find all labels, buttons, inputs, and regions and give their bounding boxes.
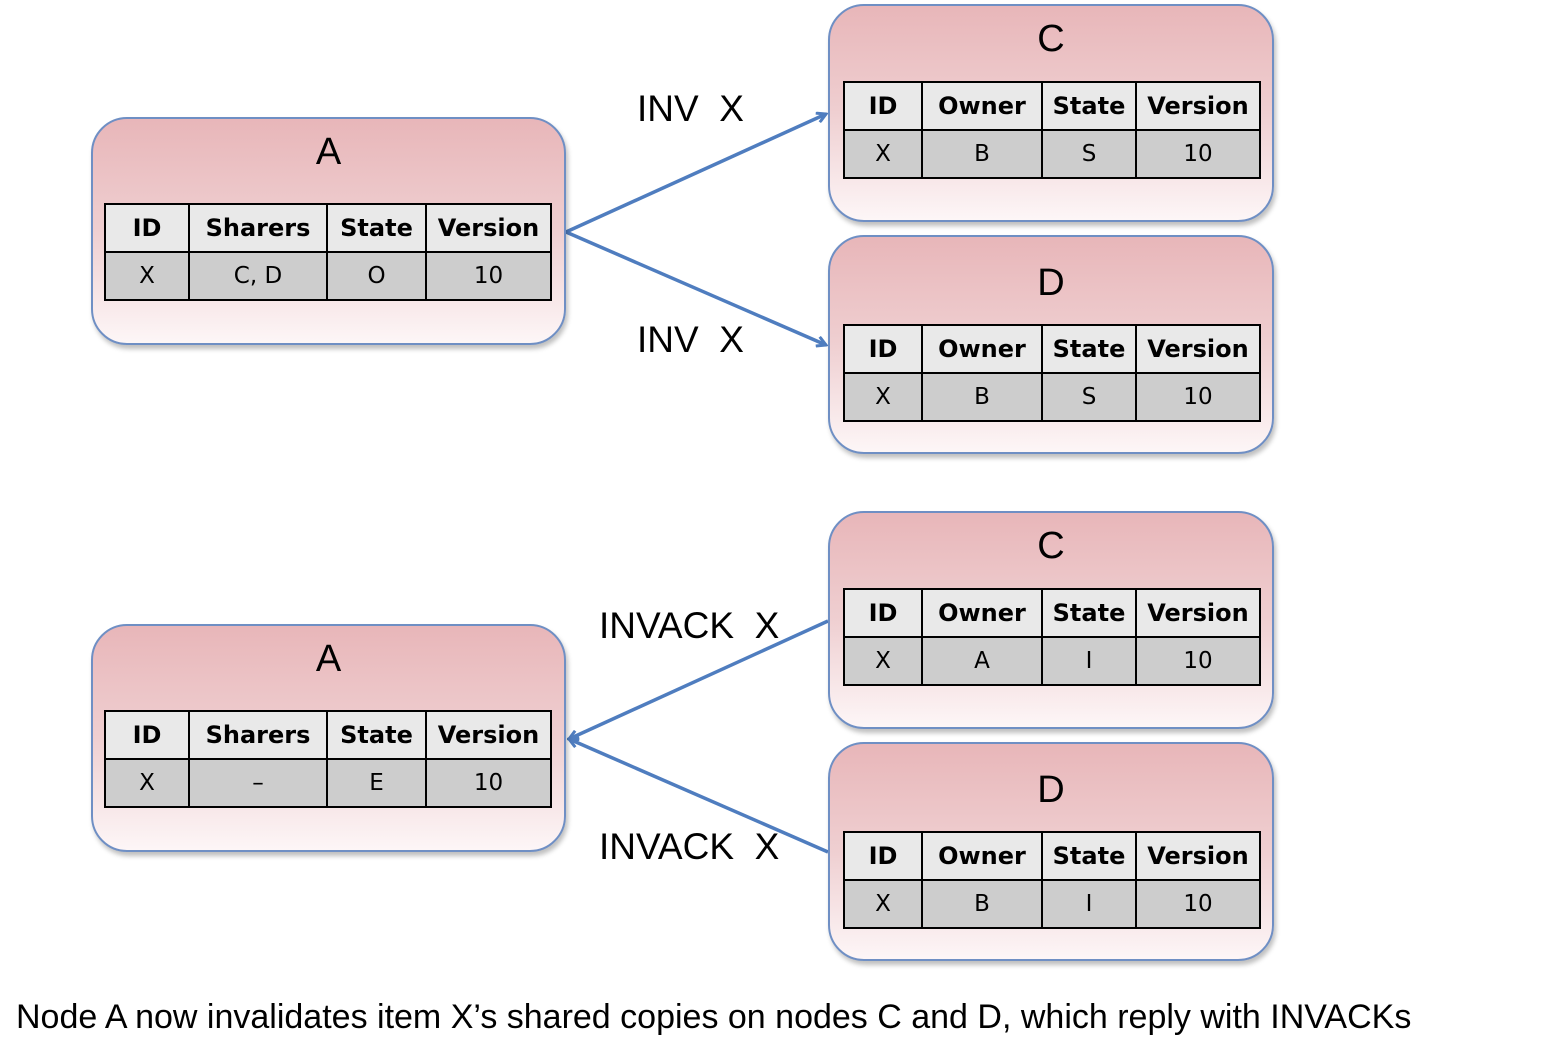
table-row: X B S 10	[843, 129, 1261, 179]
node-d-top: D ID Owner State Version X B S 10	[828, 235, 1274, 454]
label-inv-to-d: INV X	[637, 319, 744, 360]
directory-table: ID Sharers State Version X C, D O 10	[104, 203, 552, 301]
cell-id: X	[104, 758, 190, 808]
table-header-row: ID Sharers State Version	[104, 710, 552, 760]
label-invack-from-d: INVACK X	[599, 826, 780, 867]
label-invack-from-c: INVACK X	[599, 605, 780, 646]
node-a-top: A ID Sharers State Version X C, D O 10	[91, 117, 566, 345]
table-row: X – E 10	[104, 758, 552, 808]
header-state: State	[1041, 81, 1137, 131]
node-title: D	[1037, 769, 1065, 811]
header-id: ID	[104, 203, 190, 253]
cell-owner: A	[921, 636, 1043, 686]
directory-table: ID Sharers State Version X – E 10	[104, 710, 552, 808]
header-state: State	[326, 203, 427, 253]
header-version: Version	[1135, 324, 1261, 374]
header-owner: Owner	[921, 588, 1043, 638]
header-state: State	[1041, 588, 1137, 638]
table-header-row: ID Owner State Version	[843, 324, 1261, 374]
node-a-bottom: A ID Sharers State Version X – E 10	[91, 624, 566, 852]
header-state: State	[326, 710, 427, 760]
cell-id: X	[843, 636, 923, 686]
label-inv-to-c: INV X	[637, 88, 744, 129]
header-id: ID	[104, 710, 190, 760]
header-state: State	[1041, 324, 1137, 374]
header-sharers: Sharers	[188, 710, 328, 760]
cell-version: 10	[425, 251, 552, 301]
header-version: Version	[425, 203, 552, 253]
cell-state: E	[326, 758, 427, 808]
header-owner: Owner	[921, 324, 1043, 374]
arrow-inv-a-to-c	[565, 114, 826, 234]
node-d-bottom: D ID Owner State Version X B I 10	[828, 742, 1274, 961]
cell-sharers: –	[188, 758, 328, 808]
cell-version: 10	[1135, 372, 1261, 422]
cache-table: ID Owner State Version X B S 10	[843, 81, 1261, 179]
header-version: Version	[1135, 588, 1261, 638]
cell-state: O	[326, 251, 427, 301]
arrow-invack-c-to-a	[569, 619, 829, 739]
header-owner: Owner	[921, 81, 1043, 131]
header-id: ID	[843, 831, 923, 881]
cell-state: S	[1041, 372, 1137, 422]
table-row: X C, D O 10	[104, 251, 552, 301]
arrow-inv-a-to-d	[565, 230, 826, 345]
table-header-row: ID Sharers State Version	[104, 203, 552, 253]
table-row: X B I 10	[843, 879, 1261, 929]
cell-version: 10	[1135, 129, 1261, 179]
header-id: ID	[843, 324, 923, 374]
header-owner: Owner	[921, 831, 1043, 881]
cell-id: X	[104, 251, 190, 301]
cell-state: S	[1041, 129, 1137, 179]
node-c-top: C ID Owner State Version X B S 10	[828, 4, 1274, 222]
header-id: ID	[843, 588, 923, 638]
cell-owner: B	[921, 879, 1043, 929]
table-row: X A I 10	[843, 636, 1261, 686]
table-header-row: ID Owner State Version	[843, 588, 1261, 638]
cell-id: X	[843, 372, 923, 422]
cell-state: I	[1041, 636, 1137, 686]
node-title: D	[1037, 262, 1065, 304]
cache-table: ID Owner State Version X B I 10	[843, 831, 1261, 929]
node-title: A	[315, 131, 342, 173]
node-title: C	[1037, 525, 1065, 567]
cell-owner: B	[921, 129, 1043, 179]
cell-version: 10	[425, 758, 552, 808]
arrow-invack-d-to-a	[569, 739, 829, 854]
header-sharers: Sharers	[188, 203, 328, 253]
cell-id: X	[843, 129, 923, 179]
table-row: X B S 10	[843, 372, 1261, 422]
cell-owner: B	[921, 372, 1043, 422]
cell-sharers: C, D	[188, 251, 328, 301]
node-title: C	[1037, 18, 1065, 60]
cell-id: X	[843, 879, 923, 929]
table-header-row: ID Owner State Version	[843, 831, 1261, 881]
header-version: Version	[425, 710, 552, 760]
diagram-caption: Node A now invalidates item X’s shared c…	[16, 998, 1412, 1036]
node-c-bottom: C ID Owner State Version X A I 10	[828, 511, 1274, 729]
cell-version: 10	[1135, 879, 1261, 929]
node-title: A	[315, 638, 342, 680]
cell-version: 10	[1135, 636, 1261, 686]
cell-state: I	[1041, 879, 1137, 929]
header-version: Version	[1135, 81, 1261, 131]
header-id: ID	[843, 81, 923, 131]
header-version: Version	[1135, 831, 1261, 881]
cache-table: ID Owner State Version X A I 10	[843, 588, 1261, 686]
table-header-row: ID Owner State Version	[843, 81, 1261, 131]
header-state: State	[1041, 831, 1137, 881]
cache-table: ID Owner State Version X B S 10	[843, 324, 1261, 422]
